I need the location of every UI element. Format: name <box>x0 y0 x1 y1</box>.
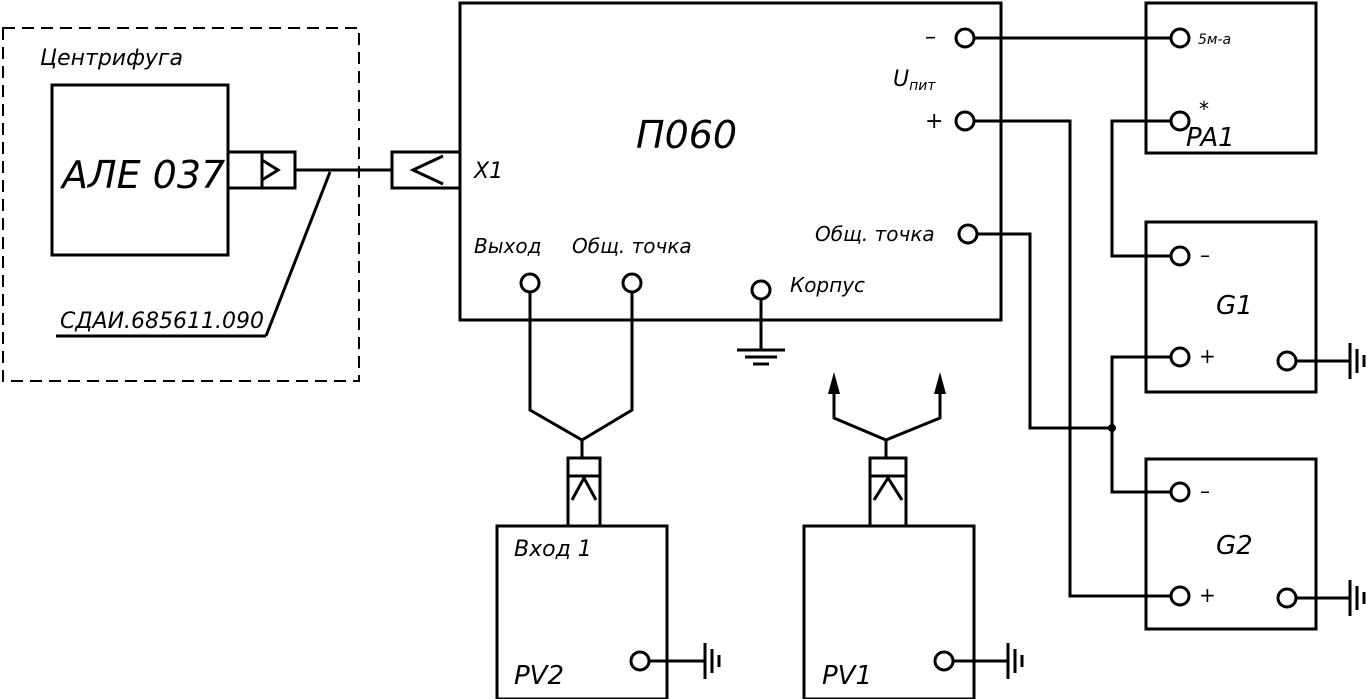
p060-name: П060 <box>636 113 737 157</box>
pv2-ground-icon <box>649 643 721 679</box>
pa1-top-terminal <box>1169 27 1191 49</box>
case-ground-icon <box>737 299 785 366</box>
pv1-ground-icon <box>953 643 1024 679</box>
pv2-input-label: Вход 1 <box>514 537 592 562</box>
pv2-connector-icon <box>566 456 602 528</box>
pa1-block: 5м-a * PA1 <box>1144 1 1318 155</box>
pa1-box <box>1144 1 1318 155</box>
case-terminal <box>750 279 772 301</box>
g1-box <box>1144 220 1318 394</box>
g1-block: – G1 + <box>1144 220 1318 394</box>
pa1-star: * <box>1199 97 1209 121</box>
pv2-block: Вход 1 PV2 <box>495 524 669 699</box>
pv1-ground-terminal <box>933 650 955 672</box>
g2-plus-terminal <box>1169 585 1191 607</box>
g2-name: G2 <box>1216 531 1253 561</box>
g1-ground-icon <box>1296 343 1366 379</box>
pv2-box <box>495 524 669 699</box>
x1-label: X1 <box>473 159 503 184</box>
g1-minus-label: – <box>1200 243 1210 267</box>
supply-label: Uпит <box>893 67 936 94</box>
g2-plus-label: + <box>1199 583 1216 607</box>
sensor-label: АЛЕ 037 <box>59 153 225 197</box>
pv1-probe-cable <box>828 372 946 458</box>
sensor-connector-icon <box>228 150 297 190</box>
output-label: Выход <box>474 234 541 258</box>
output-terminal <box>519 272 541 294</box>
centrifuge-title: Центрифуга <box>40 46 183 71</box>
g2-minus-terminal <box>1169 481 1191 503</box>
supply-plus-terminal <box>954 110 976 132</box>
common-point-right-terminal <box>957 223 979 245</box>
pv2-cable <box>528 292 634 458</box>
pv1-connector-icon <box>868 456 908 528</box>
supply-plus-label: + <box>925 109 943 134</box>
p060-block: П060 X1 Выход Общ. точка Корпус – Uпит +… <box>458 1 1003 322</box>
cable-leader-line <box>264 171 332 337</box>
pv2-ground-terminal <box>629 650 651 672</box>
g2-box <box>1144 457 1318 631</box>
g1-ground-terminal <box>1276 350 1298 372</box>
pv2-name: PV2 <box>514 661 564 691</box>
centrifuge-frame <box>2 27 360 382</box>
centrifuge-group: Центрифуга АЛЕ 037 СДАИ.685611.090 <box>2 27 360 382</box>
supply-minus-label: – <box>925 25 936 50</box>
g2-block: – G2 + <box>1144 457 1318 631</box>
common-point-right-label: Общ. точка <box>815 222 935 246</box>
probe-arrow-left-icon <box>828 372 840 394</box>
g1-name: G1 <box>1216 291 1253 321</box>
p060-box <box>458 1 1003 322</box>
x1-connector-icon <box>390 150 462 190</box>
pv1-block: PV1 <box>802 524 976 699</box>
case-label: Корпус <box>790 273 865 297</box>
common-point-bottom-label: Общ. точка <box>572 234 692 258</box>
pa1-name: PA1 <box>1186 123 1235 153</box>
supply-wiring <box>974 36 1171 598</box>
g2-ground-terminal <box>1276 587 1298 609</box>
g2-minus-label: – <box>1200 479 1210 503</box>
sensor-box <box>50 83 230 257</box>
pv1-name: PV1 <box>822 661 872 691</box>
g1-plus-terminal <box>1169 346 1191 368</box>
g1-minus-terminal <box>1169 245 1191 267</box>
probe-arrow-right-icon <box>934 372 946 394</box>
common-point-bottom-terminal <box>621 272 643 294</box>
pa1-top-terminal-label: 5м-a <box>1198 32 1231 48</box>
g2-ground-icon <box>1296 580 1366 616</box>
junction-dot <box>1108 424 1116 432</box>
cable-ref-label: СДАИ.685611.090 <box>60 309 264 334</box>
pv1-box <box>802 524 976 699</box>
g1-plus-label: + <box>1199 344 1216 368</box>
supply-minus-terminal <box>954 27 976 49</box>
